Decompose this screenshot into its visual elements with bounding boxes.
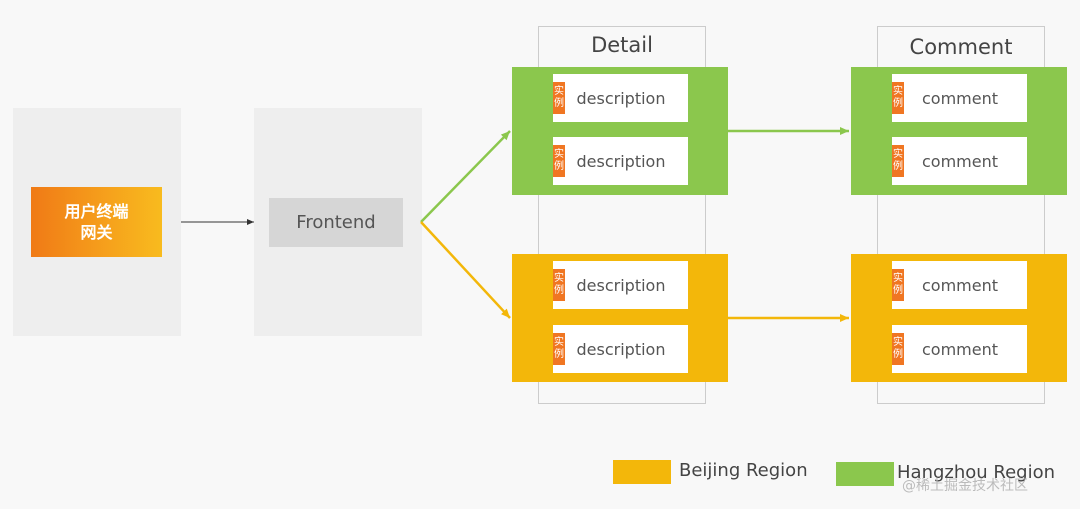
gateway-label-line2: 网关 [80, 223, 113, 242]
detail-instance-card [553, 325, 688, 373]
instance-badge: 实例 [892, 145, 904, 177]
detail-column-frame [538, 26, 706, 404]
frontend-label: Frontend [296, 212, 376, 233]
comment-column-title: Comment [909, 35, 1013, 59]
edge-frontend-detail-hangzhou [420, 130, 511, 223]
detail-instance-label: description [576, 275, 666, 295]
instance-badge: 实例 [892, 82, 904, 114]
gateway-label-line1: 用户终端 [64, 202, 129, 221]
detail-column-title: Detail [591, 33, 653, 57]
detail-instance-label: description [576, 88, 666, 108]
instance-badge: 实例 [892, 269, 904, 301]
legend-hangzhou-label: Hangzhou Region [897, 462, 1056, 483]
watermark-text: @稀土掘金技术社区 [902, 478, 1028, 494]
comment-column-frame [877, 26, 1045, 404]
instance-badge: 实例 [892, 333, 904, 365]
legend-beijing-swatch [613, 460, 671, 484]
detail-instance-card [553, 74, 688, 122]
detail-instance-card [553, 137, 688, 185]
detail-instance-label: description [576, 339, 666, 359]
legend-beijing-label: Beijing Region [679, 460, 808, 481]
frontend-node: Frontend [269, 198, 403, 247]
comment-instance-card [892, 261, 1027, 309]
comment-instance-label: comment [921, 339, 998, 359]
edge-frontend-detail-beijing [420, 221, 511, 319]
gateway-node: 用户终端 网关 [31, 187, 162, 257]
comment-instance-label: comment [921, 275, 998, 295]
comment-instance-card [892, 325, 1027, 373]
instance-badge: 实例 [553, 145, 565, 177]
detail-instance-card [553, 261, 688, 309]
detail-instance-label: description [576, 151, 666, 171]
comment-instance-label: comment [921, 88, 998, 108]
comment-instance-card [892, 74, 1027, 122]
instance-badge: 实例 [553, 333, 565, 365]
instance-badge: 实例 [553, 82, 565, 114]
legend-hangzhou-swatch [836, 462, 894, 486]
comment-instance-label: comment [921, 151, 998, 171]
comment-instance-card [892, 137, 1027, 185]
instance-badge: 实例 [553, 269, 565, 301]
